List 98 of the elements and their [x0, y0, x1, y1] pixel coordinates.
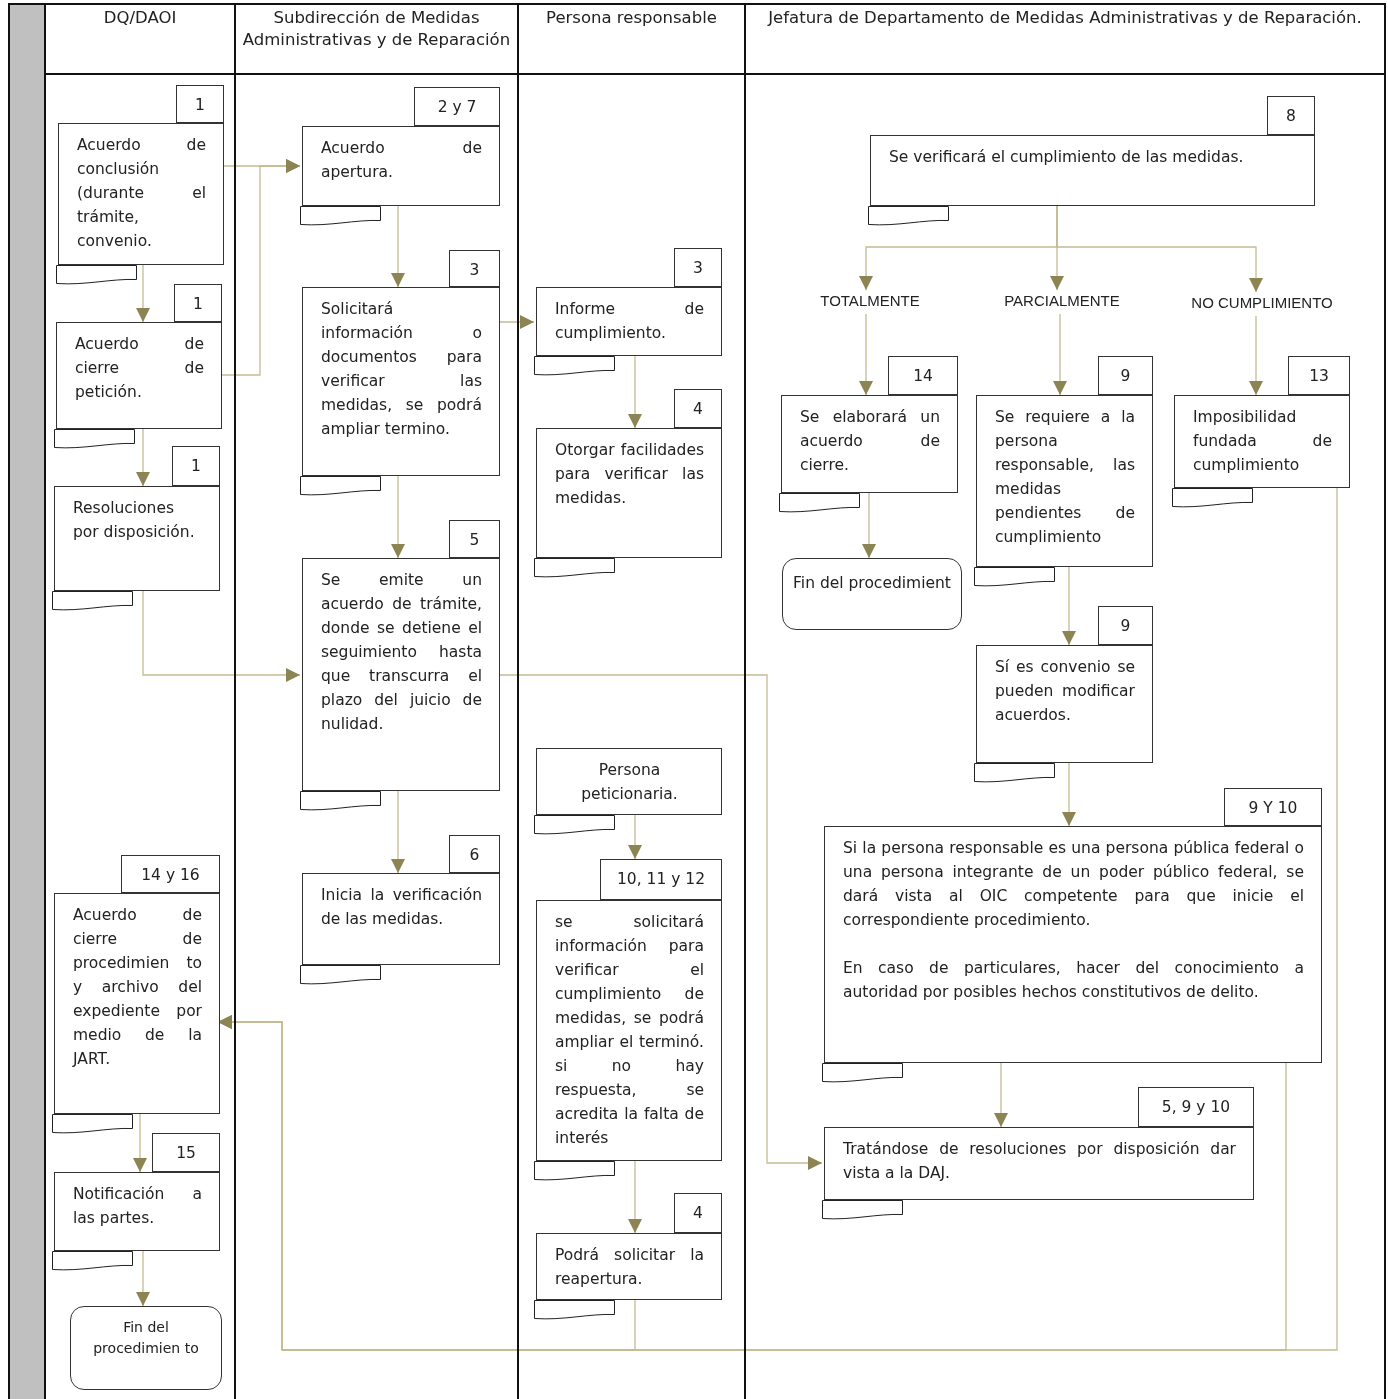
document-tab — [54, 429, 136, 450]
step-number: 14 — [888, 356, 958, 395]
step-text: se solicitará información para verificar el cumplimiento de medidas, se podrá ampliar el terminó. si no hay respuesta, se acredita la falta de interés — [555, 912, 704, 1149]
connector-arrow — [859, 313, 873, 396]
step-text: Notificación a las partes. — [73, 1184, 202, 1229]
connector-arrow — [136, 1250, 150, 1307]
connector-arrow — [1053, 313, 1067, 396]
step-text: Tratándose de resoluciones por disposición dar vista a la DAJ. — [843, 1139, 1236, 1184]
step-number: 9 — [1098, 356, 1153, 395]
lane-header: DQ/DAOI — [102, 7, 178, 29]
document-tab — [534, 815, 616, 836]
step-text: Fin del procedimient — [792, 573, 952, 594]
process-box — [302, 558, 500, 791]
step-text: Se verificará el cumplimiento de las medidas. — [889, 147, 1245, 168]
document-tab — [534, 558, 616, 579]
margin-bar — [8, 5, 44, 1399]
step-text: Acuerdo de cierre de procedimien to y archivo del expediente por medio de la JART. — [73, 905, 202, 1070]
process-box — [536, 900, 722, 1161]
step-text: Se emite un acuerdo de trámite, donde se detiene el seguimiento hasta que transcurra el plazo del juicio de nulidad. — [321, 570, 482, 735]
connector-arrow — [628, 355, 642, 429]
document-tab — [52, 1114, 134, 1135]
document-tab — [534, 1300, 616, 1321]
step-text: Fin del procedimien to — [92, 1318, 200, 1358]
step-number: 3 — [674, 248, 722, 287]
document-tab — [974, 567, 1056, 588]
step-text: Imposibilidad fundada de cumplimiento — [1193, 407, 1332, 476]
step-text: Acuerdo de conclusión (durante el trámite, convenio. — [77, 135, 206, 252]
process-box — [54, 893, 220, 1114]
step-text: Persona peticionaria. — [580, 760, 679, 805]
step-text: Se elaborará un acuerdo de cierre. — [800, 407, 940, 476]
lane-header: Jefatura de Departamento de Medidas Administrativas y de Reparación. — [766, 7, 1363, 29]
step-number: 9 — [1098, 606, 1153, 645]
connector-arrow — [1062, 566, 1076, 646]
connector-arrow — [1249, 315, 1263, 396]
document-tab — [868, 206, 950, 227]
document-tab — [822, 1200, 904, 1221]
step-number: 5, 9 y 10 — [1138, 1087, 1254, 1127]
step-text: En caso de particulares, hacer del conocimiento a autoridad por posibles hechos constitutivos de delito. — [843, 958, 1304, 1003]
connector-arrow — [994, 1062, 1008, 1128]
step-text: Acuerdo de apertura. — [321, 138, 482, 183]
connector-arrow — [136, 264, 150, 323]
process-box — [824, 826, 1322, 1063]
document-tab — [300, 791, 382, 812]
document-tab — [300, 965, 382, 986]
step-text: Informe de cumplimiento. — [555, 299, 704, 344]
step-text: Si la persona responsable es una persona pública federal o una persona integrante de un poder público federal, se dará vista al OIC competente para que inicie el correspondiente procedimiento. — [843, 838, 1304, 931]
document-tab — [52, 1251, 134, 1272]
lane-header: Subdirección de Medidas Administrativas y de Reparación — [242, 7, 511, 51]
swimlane — [744, 5, 1386, 1399]
step-text: Sí es convenio se pueden modificar acuerdos. — [995, 657, 1135, 726]
step-text: Resoluciones por disposición. — [73, 498, 196, 543]
step-number: 1 — [172, 446, 220, 486]
document-tab — [534, 356, 616, 377]
document-tab — [52, 591, 134, 612]
step-number: 5 — [449, 520, 500, 558]
process-box — [302, 287, 500, 476]
step-number: 15 — [152, 1133, 220, 1172]
connector-arrow — [391, 475, 405, 559]
connector-arrow — [391, 205, 405, 288]
step-number: 3 — [449, 250, 500, 287]
step-number: 1 — [174, 284, 222, 322]
document-tab — [56, 265, 138, 286]
process-box — [976, 395, 1153, 567]
document-tab — [974, 763, 1056, 784]
connector-arrow — [133, 1113, 147, 1173]
connector-arrow — [628, 814, 642, 860]
connector-arrow — [391, 790, 405, 874]
lane-header: Persona responsable — [545, 7, 718, 29]
connector-arrow — [136, 428, 150, 487]
step-text: Otorgar facilidades para verificar las medidas. — [555, 440, 704, 509]
step-number: 8 — [1267, 96, 1315, 135]
document-tab — [300, 206, 382, 227]
terminator-box — [70, 1306, 222, 1390]
step-number: 4 — [674, 1193, 722, 1233]
step-number: 13 — [1288, 356, 1350, 395]
step-number: 6 — [449, 835, 500, 873]
document-tab — [1172, 488, 1254, 509]
document-tab — [534, 1161, 616, 1182]
connector-arrow — [862, 492, 876, 559]
connector-arrow — [628, 1160, 642, 1234]
step-text: Podrá solicitar la reapertura. — [555, 1245, 704, 1290]
connector-arrow — [1056, 205, 1263, 293]
step-text: Solicitará información o documentos para verificar las medidas, se podrá ampliar termino. — [321, 299, 482, 440]
connector-arrow — [142, 590, 301, 682]
terminator-box — [782, 558, 962, 630]
connector-arrow — [1062, 762, 1076, 827]
document-tab — [300, 476, 382, 497]
step-number: 1 — [176, 85, 224, 123]
step-number: 14 y 16 — [121, 855, 220, 893]
step-text: Inicia la verificación de las medidas. — [321, 885, 482, 930]
step-number: 2 y 7 — [414, 87, 500, 126]
step-number: 9 Y 10 — [1224, 788, 1322, 826]
step-text: Acuerdo de cierre de petición. — [75, 334, 204, 403]
document-tab — [779, 493, 861, 514]
document-tab — [822, 1063, 904, 1084]
step-number: 4 — [674, 389, 722, 428]
step-text: Se requiere a la persona responsable, las medidas pendientes de cumplimiento — [995, 407, 1135, 548]
step-number: 10, 11 y 12 — [600, 859, 722, 900]
